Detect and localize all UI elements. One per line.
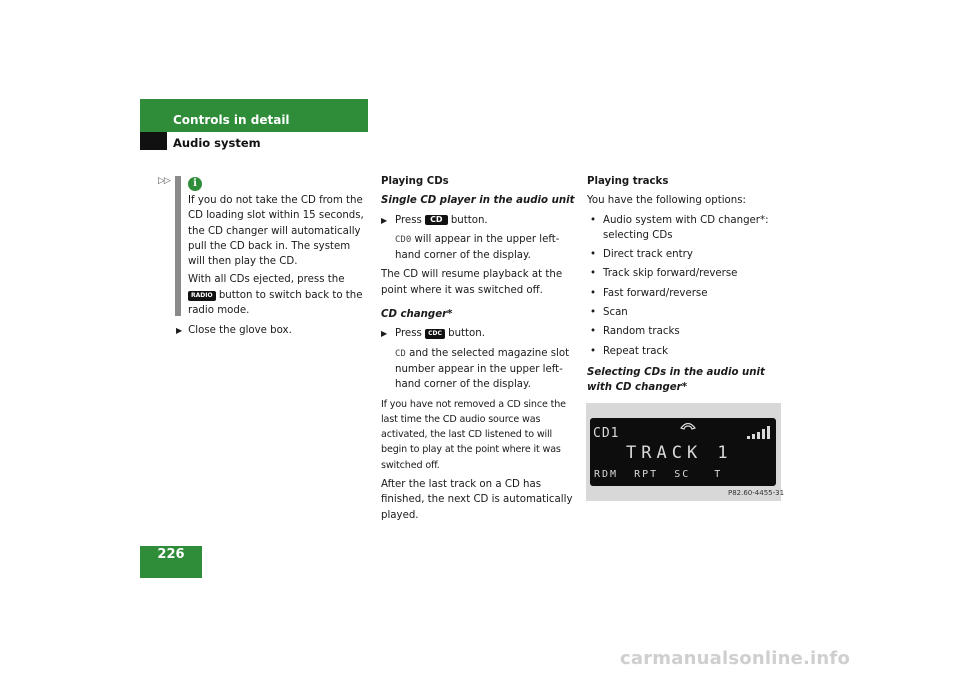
display-function-row: RDM RPT SC T [594,469,723,480]
step-arrow-icon: ▶ [176,326,183,335]
playing-tracks-intro: You have the following options: [587,195,746,207]
list-item: Random tracks [587,324,782,340]
cd-changer-heading: CD changer* [381,309,453,321]
press-cd-step: ▶ Press CD button. [381,213,576,228]
cd0-text: will appear in the upper left-hand corne… [395,233,560,262]
cd-slot-note: CD and the selected magazine slot number… [381,346,576,393]
cdc-key-icon: CDC [425,329,445,340]
page-number: 226 [157,547,185,562]
step-arrow-icon: ▶ [381,215,388,225]
playing-tracks-column: Playing tracks You have the following op… [587,174,782,400]
not-removed-text: If you have not removed a CD since the l… [381,398,566,471]
step-arrow-icon: ▶ [381,329,388,339]
press-cdc-step: ▶ Press CDC button. [381,326,576,341]
audio-display-screen [590,418,776,486]
close-step: ▶ Close the glove box. [176,323,292,338]
close-step-text: Close the glove box. [188,325,292,336]
selecting-cds-heading: Selecting CDs in the audio unit with CD … [587,366,765,394]
signal-strength-icon [747,426,770,439]
section-title: Controls in detail [173,113,290,127]
cd0-code: CD0 [395,234,412,245]
resume-text: The CD will resume playback at the point… [381,269,563,296]
subsection-marker [140,132,167,150]
phone-icon [680,422,696,430]
single-cd-heading: Single CD player in the audio unit [381,195,575,207]
note-paragraph-2: With all CDs ejected, press the RADIO bu… [188,272,368,318]
note-bar [175,176,181,316]
header-bar [140,99,368,132]
note-paragraph-1: If you do not take the CD from the CD lo… [188,195,364,268]
cd-code: CD [395,348,406,359]
figure-code: P82.60-4455-31 [728,489,785,497]
note-paragraph-2-before: With all CDs ejected, press the [188,274,345,286]
subsection-title: Audio system [173,136,261,150]
display-track-label: TRACK 1 [626,443,733,463]
playing-tracks-heading: Playing tracks [587,176,669,187]
continued-arrows-icon: ▷▷ [158,176,171,186]
playing-cds-heading: Playing CDs [381,176,449,187]
after-last-text: After the last track on a CD has finishe… [381,479,573,521]
list-item: Fast forward/reverse [587,286,782,302]
list-item: Repeat track [587,344,782,360]
radio-key-icon: RADIO [188,290,216,301]
info-icon: i [188,177,202,191]
list-item: Audio system with CD changer*: selecting… [587,213,782,244]
note-paragraph-2-after: button to switch back to the radio mode. [188,289,363,317]
button-word: button. [448,328,485,340]
footer-watermark: carmanualsonline.info [620,648,851,669]
page-number-box [140,546,202,578]
press-label: Press [395,214,422,226]
list-item: Direct track entry [587,247,782,263]
playing-cds-column: Playing CDs Single CD player in the audi… [381,174,576,527]
cd-key-icon: CD [425,214,448,225]
info-note: If you do not take the CD from the CD lo… [188,193,368,321]
cd-slot-text: and the selected magazine slot number ap… [395,347,570,391]
list-item: Scan [587,305,782,321]
display-cd-label: CD1 [593,426,620,441]
press-label: Press [395,328,422,340]
cd0-note: CD0 will appear in the upper left-hand c… [381,232,576,264]
button-word: button. [450,214,488,226]
list-item: Track skip forward/reverse [587,266,782,282]
track-options-list: Audio system with CD changer*: selecting… [587,213,782,360]
